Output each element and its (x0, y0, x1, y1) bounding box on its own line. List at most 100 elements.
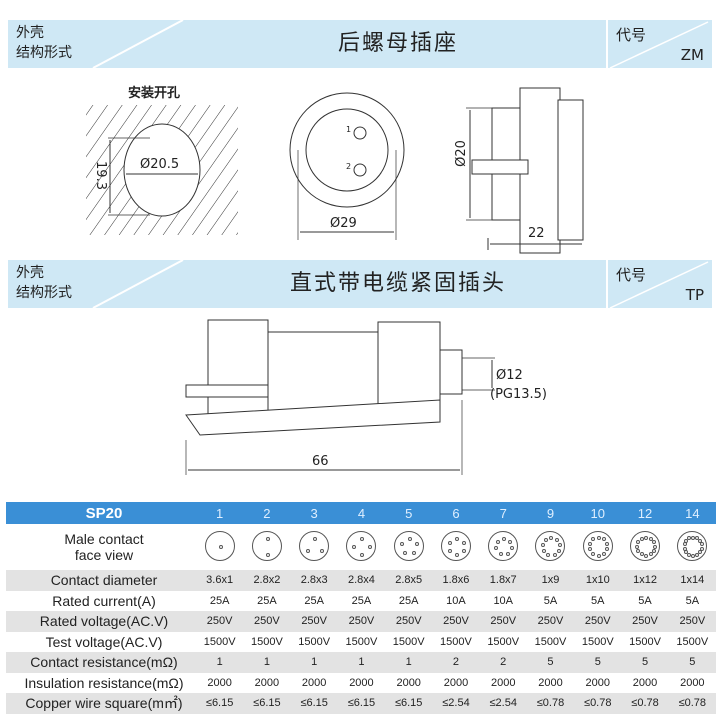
code-value: TP (685, 286, 704, 304)
cell-value: 1 (337, 652, 386, 673)
cell-value: 5 (668, 652, 716, 673)
cell-value: 1500V (581, 635, 614, 648)
cell-value: 2000 (207, 676, 232, 689)
cell-value: ≤0.78 (621, 693, 669, 714)
cell-value: 5A (685, 594, 700, 607)
cell-value: 250V (290, 611, 338, 632)
cell-value: 1 (196, 652, 244, 673)
cell-value: 1500V (676, 635, 709, 648)
pin-count-header: 9 (526, 502, 575, 524)
cell-value: 1500V (487, 635, 520, 648)
section2-title: 直式带电缆紧固插头 (289, 271, 506, 296)
section2-header: 外壳 结构形式 直式带电缆紧固插头 代号 TP (8, 260, 712, 308)
cell-value: 1x10 (574, 570, 622, 591)
cell-value: ≤2.54 (432, 693, 480, 714)
cell-value: 2 (432, 652, 480, 673)
cell-value: 1500V (250, 635, 283, 648)
contact-face-icon (251, 530, 282, 561)
cell-value: 2000 (349, 676, 374, 689)
pin-count-header: 6 (432, 502, 480, 524)
contact-face-icon (440, 530, 471, 561)
cell-value: ≤0.78 (574, 693, 622, 714)
cell-value: 5A (543, 594, 558, 607)
cell-value: 250V (479, 611, 527, 632)
code-value: ZM (680, 46, 704, 64)
cell-value: ≤6.15 (290, 693, 338, 714)
contact-face-icon (299, 530, 330, 561)
row-label: Rated current(A) (52, 592, 156, 609)
contact-face-icon (346, 530, 377, 561)
cell-value: ≤6.15 (196, 693, 244, 714)
code-label: 代号 (616, 26, 647, 44)
table-row: Copper wire square(m㎡)≤6.15≤6.15≤6.15≤6.… (6, 693, 716, 714)
cell-value: 1500V (298, 635, 331, 648)
cell-value: 2.8x5 (385, 570, 433, 591)
cell-value: 5 (526, 652, 575, 673)
cell-value: ≤2.54 (479, 693, 527, 714)
cell-value: 10A (446, 594, 466, 607)
contact-face-icon (535, 530, 566, 561)
pin-count-header: 5 (385, 502, 433, 524)
row-label: Rated voltage(AC.V) (6, 611, 196, 632)
face-view-label-line1: Male contact (64, 531, 144, 547)
contact-face-icon (488, 530, 519, 561)
cell-value: 250V (432, 611, 480, 632)
pin-count-header: 2 (243, 502, 291, 524)
contact-face-icon (677, 530, 708, 561)
pin2-label: 2 (346, 162, 352, 171)
row-label: Contact resistance(mΩ) (6, 652, 196, 673)
socket-drawing: 安装开孔 Ø20.5 19.3 Ø29 1 2 Ø20 22 (0, 70, 720, 255)
cell-value: 2 (479, 652, 527, 673)
cable-diameter: Ø12 (496, 368, 523, 383)
hole-title: 安装开孔 (128, 86, 181, 101)
cell-value: 5 (574, 652, 622, 673)
shell-label: 外壳 (16, 25, 44, 41)
cell-value: 250V (526, 611, 575, 632)
model-name: SP20 (6, 502, 196, 524)
cell-value: 1500V (534, 635, 567, 648)
row-label: Copper wire square(m㎡) (6, 693, 196, 714)
cell-value: 250V (337, 611, 386, 632)
plug-drawing: Ø12 (PG13.5) 66 (0, 310, 720, 500)
contact-face-icon (630, 530, 661, 561)
cell-value: 5 (621, 652, 669, 673)
structure-label: 结构形式 (16, 45, 72, 61)
cell-value: 250V (574, 611, 622, 632)
pin-count-header: 4 (337, 502, 386, 524)
cell-value: ≤0.78 (526, 693, 575, 714)
pin-count-header: 7 (479, 502, 527, 524)
row-label: Contact diameter (6, 570, 196, 591)
cell-value: 1500V (392, 635, 425, 648)
cell-value: 1500V (345, 635, 378, 648)
cell-value: 10A (493, 594, 514, 607)
cell-value: 3.6x1 (196, 570, 244, 591)
cell-value: 2000 (396, 676, 421, 689)
cell-value: 250V (668, 611, 716, 632)
thread-diameter: Ø20 (453, 140, 469, 167)
cell-value: ≤6.15 (337, 693, 386, 714)
cell-value: 250V (196, 611, 244, 632)
cell-value: 25A (398, 594, 419, 607)
pin-count-header: 12 (621, 502, 669, 524)
cell-value: 1.8x7 (479, 570, 527, 591)
cell-value: 2000 (585, 676, 610, 689)
cell-value: 25A (257, 594, 277, 607)
structure-label: 结构形式 (16, 285, 72, 301)
cell-value: 2.8x2 (243, 570, 291, 591)
contact-face-icon (393, 530, 424, 561)
row-label: Insulation resistance(mΩ) (24, 674, 184, 691)
socket-technical-drawing (86, 87, 584, 254)
shell-structure-label: 外壳 结构形式 (8, 20, 188, 68)
cell-value: ≤0.78 (668, 693, 716, 714)
cell-value: ≤6.15 (243, 693, 291, 714)
cell-value: 250V (243, 611, 291, 632)
cell-value: 25A (351, 594, 372, 607)
face-diameter: Ø29 (330, 216, 357, 231)
cell-value: 2000 (490, 676, 516, 689)
